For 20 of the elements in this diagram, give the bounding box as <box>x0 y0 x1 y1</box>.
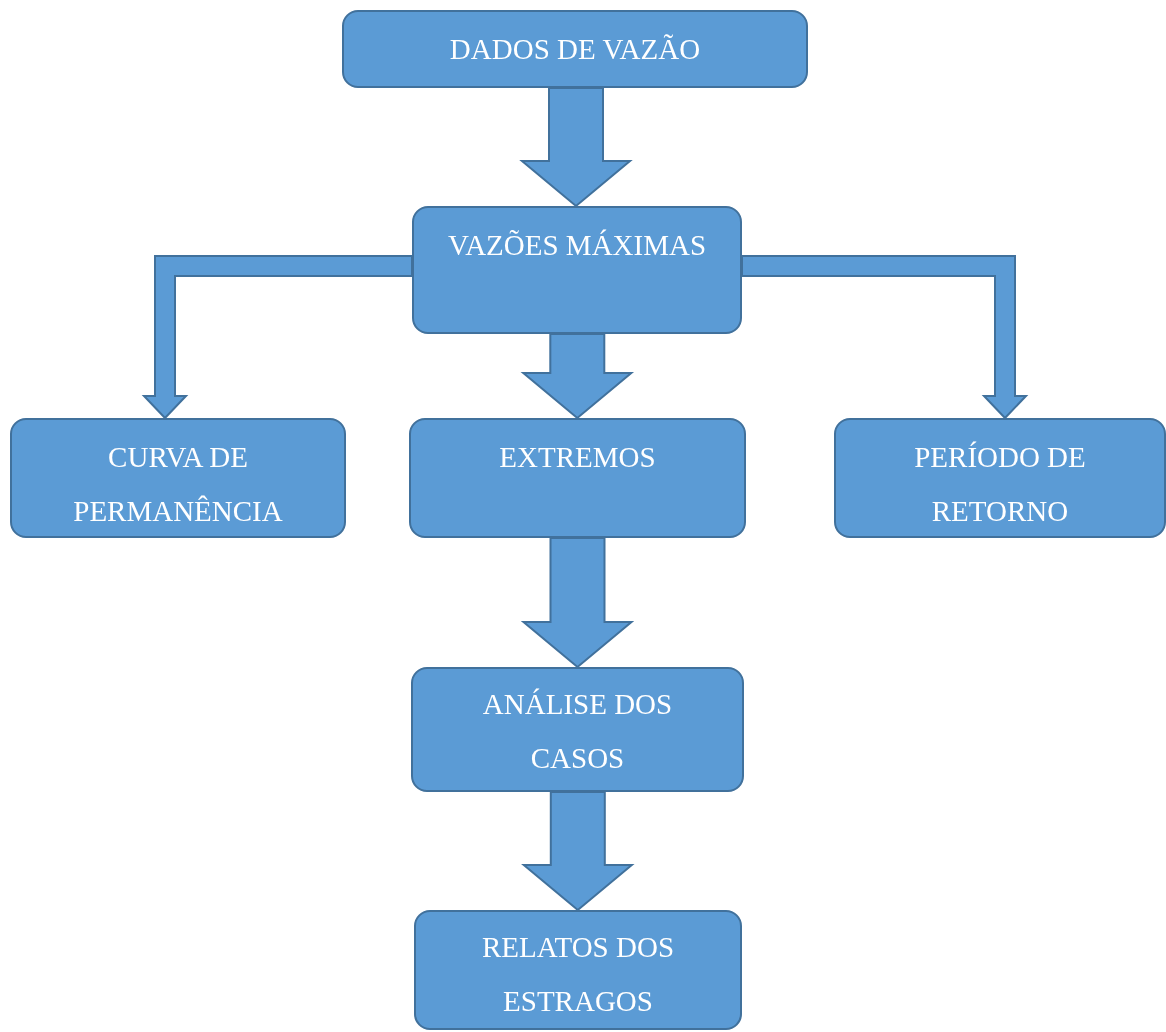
box-label: ANÁLISE DOS CASOS <box>481 687 674 776</box>
process-box <box>834 418 1166 538</box>
process-box <box>409 418 746 538</box>
block-arrow <box>141 255 413 420</box>
process-box <box>411 667 744 792</box>
box-label: RELATOS DOS ESTRAGOS <box>481 930 675 1019</box>
process-box <box>342 10 808 88</box>
box-label: EXTREMOS <box>499 440 656 475</box>
process-box <box>10 418 346 538</box>
block-arrow <box>741 255 1029 420</box>
box-label: DADOS DE VAZÃO <box>449 32 701 67</box>
block-arrow <box>520 333 635 420</box>
block-arrow <box>521 791 635 912</box>
block-arrow <box>520 537 635 669</box>
block-arrow <box>519 87 633 208</box>
box-label: CURVA DE PERMANÊNCIA <box>72 440 284 529</box>
process-box <box>412 206 742 334</box>
process-box <box>414 910 742 1030</box>
box-label: PERÍODO DE RETORNO <box>913 440 1087 529</box>
box-label: VAZÕES MÁXIMAS <box>447 228 707 263</box>
